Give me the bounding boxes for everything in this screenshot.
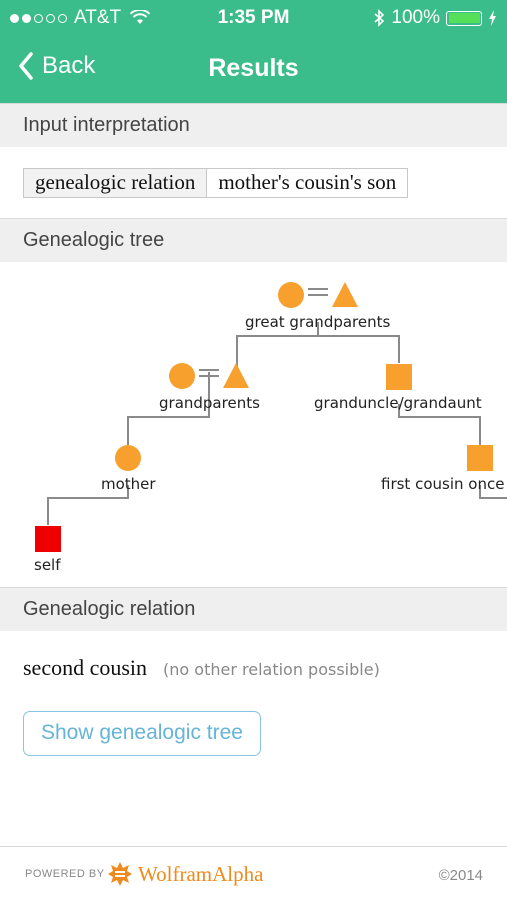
pod-title-input-interpretation: Input interpretation (0, 103, 507, 147)
powered-by-label: POWERED BY (25, 868, 105, 880)
wolfram-star-icon (108, 862, 132, 886)
relation-result: second cousin (no other relation possibl… (23, 655, 380, 681)
pod-title-genealogic-relation: Genealogic relation (0, 587, 507, 631)
copyright: ©2014 (438, 867, 483, 884)
genealogic-tree: great grandparents grandparents grandunc… (0, 262, 507, 587)
tree-connector (236, 322, 400, 377)
chevron-left-icon (19, 52, 33, 80)
footer: POWERED BY WolframAlpha ©2014 (0, 846, 507, 900)
marriage-sign (199, 369, 219, 377)
back-button[interactable]: Back (18, 52, 95, 80)
app-header: AT&T 1:35 PM 100% Back Results (0, 0, 507, 103)
male-node-icon (223, 363, 249, 388)
tree-connector (398, 404, 481, 445)
tree-label-grandparents: grandparents (159, 394, 260, 412)
input-interpretation-table: genealogic relation mother's cousin's so… (23, 168, 409, 198)
nav-bar: Back Results (0, 36, 507, 103)
back-label: Back (42, 52, 96, 79)
signal-dot-icon (46, 13, 55, 23)
female-node-icon (278, 282, 304, 308)
status-bar: AT&T 1:35 PM 100% (0, 0, 507, 36)
unknown-sex-node-icon (386, 364, 412, 390)
tree-label-mother: mother (101, 475, 156, 493)
tree-label-granduncle: granduncle/grandaunt (314, 394, 482, 412)
interpretation-cell: genealogic relation (24, 169, 208, 197)
unknown-sex-node-icon (467, 445, 493, 471)
wolframalpha-logo[interactable]: WolframAlpha (107, 861, 263, 887)
tree-connector (127, 372, 210, 445)
tree-label-self: self (34, 556, 61, 574)
signal-dot-icon (22, 13, 31, 23)
charging-icon (489, 10, 496, 26)
bluetooth-icon (374, 9, 385, 27)
page-title: Results (208, 54, 299, 82)
pod-title-genealogic-tree: Genealogic tree (0, 218, 507, 262)
brand-name: WolframAlpha (138, 861, 264, 886)
relation-value: second cousin (23, 655, 148, 680)
tree-connector (47, 485, 129, 525)
relation-note: (no other relation possible) (163, 660, 380, 679)
tree-label-first-cousin: first cousin once (381, 475, 505, 493)
show-genealogic-tree-button[interactable]: Show genealogic tree (23, 711, 261, 756)
signal-dot-icon (58, 13, 67, 23)
interpretation-cell: mother's cousin's son (218, 170, 397, 194)
carrier-name: AT&T (74, 7, 122, 28)
tree-label-great-grandparents: great grandparents (245, 313, 391, 331)
self-node-icon (35, 526, 61, 552)
battery-percent: 100% (391, 7, 440, 28)
wifi-icon (130, 10, 151, 24)
tree-diagram (35, 282, 507, 552)
status-right: 100% (373, 7, 497, 29)
marriage-sign (308, 288, 328, 296)
male-node-icon (332, 282, 358, 307)
female-node-icon (169, 363, 195, 389)
battery-icon (446, 10, 482, 26)
signal-dot-icon (10, 13, 19, 23)
female-node-icon (115, 445, 141, 471)
carrier-signal: AT&T (10, 7, 151, 29)
tree-connector (479, 485, 507, 499)
signal-dot-icon (34, 13, 43, 23)
status-time: 1:35 PM (217, 7, 290, 28)
